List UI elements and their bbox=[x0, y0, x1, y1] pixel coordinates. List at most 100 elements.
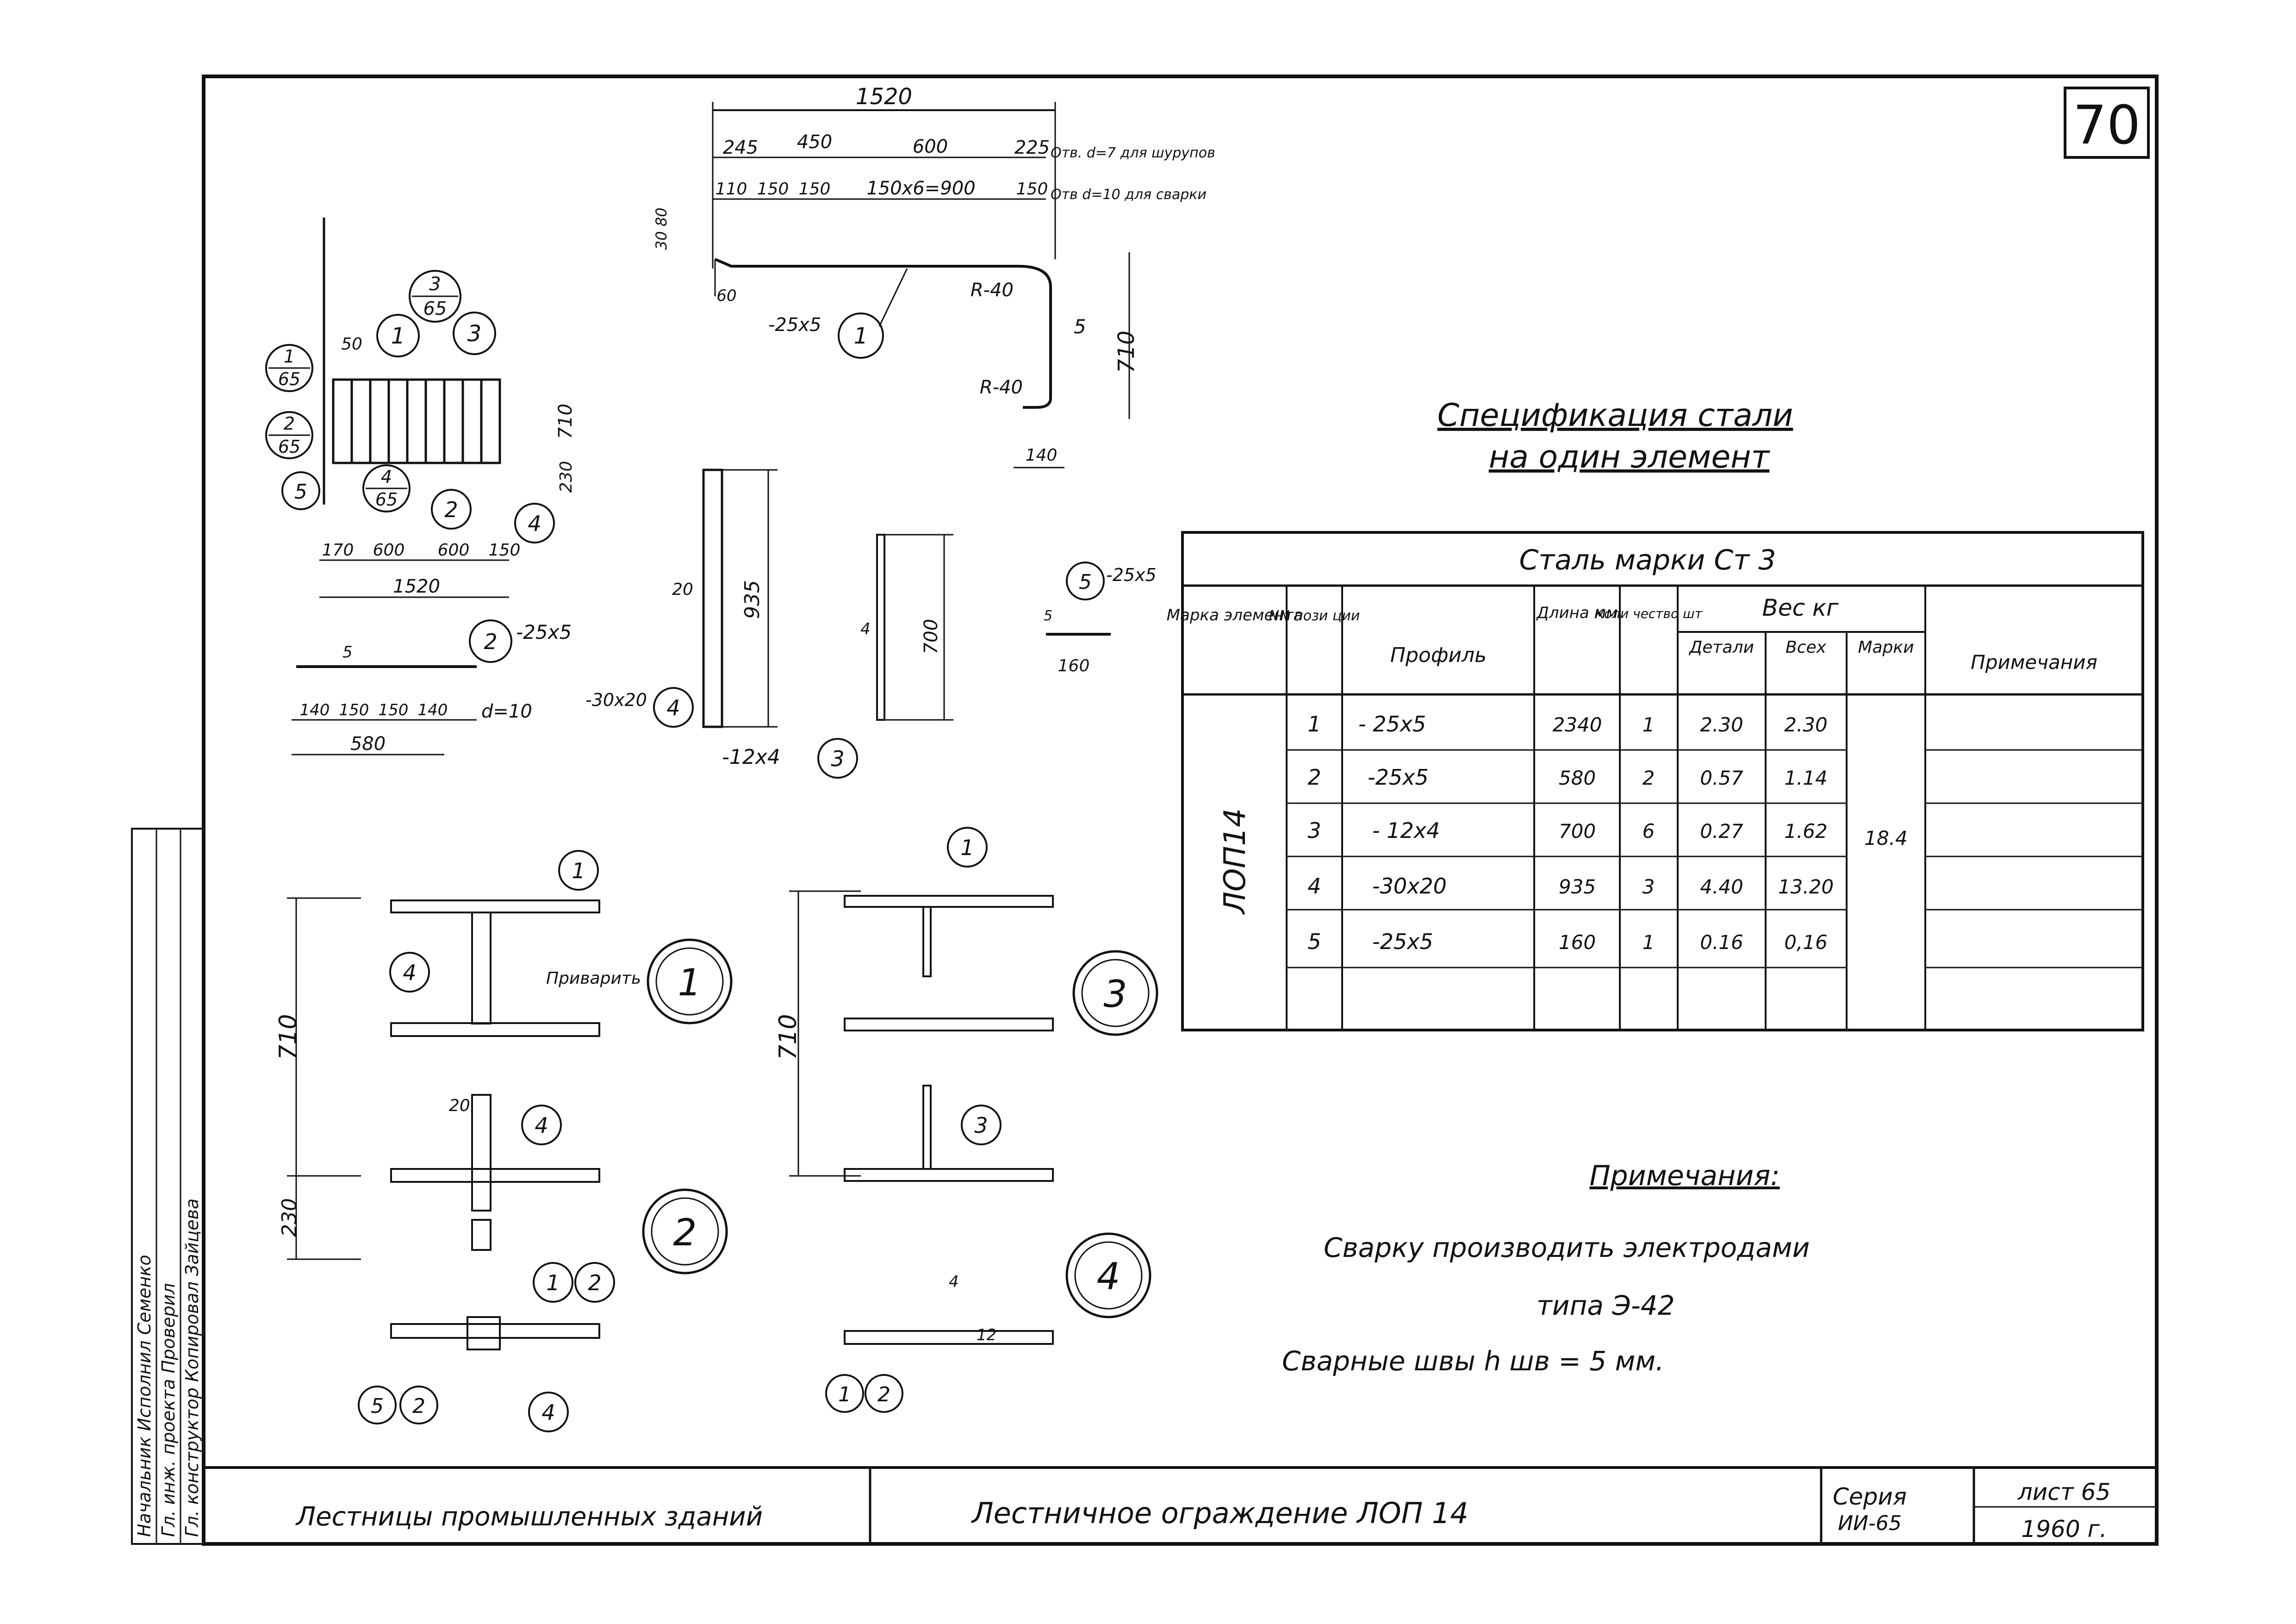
callout-2 bbox=[431, 489, 472, 530]
part2-140a: 140 bbox=[300, 701, 330, 719]
sheet-number-box bbox=[2064, 87, 2150, 159]
node3-pos1 bbox=[947, 827, 988, 868]
row2-qty: 2 bbox=[1643, 767, 1655, 789]
part2-150a: 150 bbox=[339, 701, 369, 719]
part3-callout-label: 3 bbox=[831, 746, 844, 771]
part4-935: 935 bbox=[740, 580, 764, 619]
row2-profile: -25x5 bbox=[1368, 765, 1429, 790]
plan-dim-600b: 600 bbox=[438, 541, 470, 560]
row3-pos: 3 bbox=[1307, 818, 1321, 843]
row4-detail: 4.40 bbox=[1700, 875, 1743, 898]
part5-detail: 5 -25x5 5 160 bbox=[1044, 562, 1157, 675]
node-1-2-detail: 710 230 1 4 Приварить 20 4 1 2 5 2 4 1 2 bbox=[274, 850, 733, 1432]
node-4-circle bbox=[1065, 1232, 1151, 1318]
part2-detail: 5 2 -25x5 140 150 150 140 d=10 580 bbox=[292, 619, 572, 756]
node4-dim-12: 12 bbox=[977, 1326, 996, 1344]
part4-callout-label: 4 bbox=[666, 695, 680, 720]
sheet-label: лист 65 bbox=[2017, 1479, 2111, 1505]
row1-length: 2340 bbox=[1553, 713, 1602, 736]
hdr-profile: Профиль bbox=[1390, 643, 1487, 667]
node1-pos1-label: 1 bbox=[572, 858, 585, 883]
row1-total: 2.30 bbox=[1784, 713, 1828, 736]
row1-profile: - 25x5 bbox=[1358, 712, 1426, 737]
table-row: 1 - 25x5 2340 1 2.30 2.30 bbox=[1307, 712, 1827, 737]
series-value: ИИ-65 bbox=[1838, 1512, 1902, 1535]
callout-2-label: 2 bbox=[444, 497, 458, 522]
dim-60: 60 bbox=[716, 287, 736, 305]
notes-title: Примечания: bbox=[1589, 1160, 1780, 1192]
part4-profile: -30x20 bbox=[585, 690, 647, 710]
railing-plan: 50 710 230 170 600 600 150 1520 3 65 1 3… bbox=[265, 218, 576, 598]
node-3-circle bbox=[1072, 950, 1158, 1036]
callout-3-65-den: 65 bbox=[423, 298, 447, 319]
node2-pos2 bbox=[574, 1262, 615, 1303]
notes: Примечания: Сварку производить электрода… bbox=[1282, 1160, 1810, 1377]
row3-detail: 0.27 bbox=[1700, 820, 1743, 843]
callout-1-65-num: 1 bbox=[284, 346, 295, 367]
row5-qty: 1 bbox=[1643, 931, 1655, 954]
dim-710-vertical: 710 bbox=[1114, 331, 1139, 373]
part5-5: 5 bbox=[1044, 608, 1052, 624]
radius-40-a: R-40 bbox=[971, 280, 1014, 301]
part2-callout bbox=[469, 619, 512, 663]
node4-pos1-label: 1 bbox=[838, 1383, 851, 1406]
node-4-label: 4 bbox=[1097, 1255, 1120, 1298]
dim-150-a: 150 bbox=[757, 180, 789, 199]
row2-detail: 0.57 bbox=[1700, 767, 1743, 789]
hdr-marks: Марки bbox=[1858, 638, 1914, 657]
spec-title-line2: на один элемент bbox=[1489, 439, 1771, 475]
node1-230: 230 bbox=[278, 1198, 301, 1237]
pos1-callout bbox=[838, 312, 884, 359]
strip-profile-label: -25x5 bbox=[768, 314, 821, 336]
callout-5-label: 5 bbox=[294, 480, 307, 504]
stamp-row-1: Начальник Исполнил Семенко bbox=[134, 1255, 155, 1537]
node4-dim-4: 4 bbox=[949, 1273, 959, 1291]
node3-pos3-label: 3 bbox=[974, 1113, 988, 1138]
project-title: Лестницы промышленных зданий bbox=[295, 1502, 763, 1532]
plan-dim-600a: 600 bbox=[373, 541, 405, 560]
node2-pos5 bbox=[358, 1386, 397, 1424]
row4-qty: 3 bbox=[1643, 875, 1655, 898]
pos1-callout-label: 1 bbox=[854, 323, 868, 349]
dim-150-b: 150 bbox=[799, 180, 831, 199]
dim-110: 110 bbox=[716, 180, 747, 199]
node1-pos4 bbox=[389, 952, 430, 993]
title-block: Лестницы промышленных зданий Лестничное … bbox=[204, 1466, 2157, 1544]
plan-dim-230: 230 bbox=[557, 461, 576, 493]
node1-pos4-label: 4 bbox=[403, 960, 416, 985]
callout-4 bbox=[514, 503, 555, 543]
spec-title-line1: Спецификация стали bbox=[1437, 397, 1793, 434]
part2-d10: d=10 bbox=[481, 701, 532, 722]
row5-length: 160 bbox=[1559, 931, 1596, 954]
series-label: Серия bbox=[1833, 1483, 1907, 1510]
callout-1-label: 1 bbox=[391, 323, 405, 349]
part4-detail: 20 935 -30x20 4 bbox=[585, 468, 778, 728]
table-row: 3 - 12x4 700 6 0.27 1.62 bbox=[1307, 818, 1827, 843]
sheet-title: Лестничное ограждение ЛОП 14 bbox=[971, 1496, 1468, 1530]
node-2-label: 2 bbox=[673, 1211, 697, 1254]
part3-profile: -12x4 bbox=[722, 745, 780, 769]
callout-4-65 bbox=[362, 464, 411, 512]
node1-20: 20 bbox=[449, 1096, 470, 1115]
hdr-length: Длина мм bbox=[1536, 604, 1618, 622]
row5-detail: 0.16 bbox=[1700, 931, 1743, 954]
dim-150-c: 150 bbox=[1016, 180, 1048, 199]
node-1-circle bbox=[647, 938, 733, 1024]
plan-dim-150: 150 bbox=[489, 541, 521, 560]
plan-dim-50: 50 bbox=[341, 335, 362, 354]
node4-pos2-label: 2 bbox=[877, 1383, 890, 1406]
node-3-label: 3 bbox=[1104, 973, 1127, 1016]
part3-callout bbox=[817, 738, 858, 779]
node-1-label: 1 bbox=[678, 961, 702, 1004]
plan-dim-1520: 1520 bbox=[393, 576, 440, 597]
part3-detail: 4 700 -12x4 3 bbox=[722, 534, 953, 779]
dim-225: 225 bbox=[1014, 137, 1050, 158]
hdr-mark: Марка элемента bbox=[1167, 606, 1303, 625]
notes-line1: Сварку производить электродами bbox=[1324, 1232, 1810, 1263]
callout-2-65-num: 2 bbox=[284, 413, 295, 434]
row5-total: 0,16 bbox=[1784, 931, 1828, 954]
node2-pos4b-label: 4 bbox=[541, 1400, 555, 1425]
node2-pos4-label: 4 bbox=[535, 1113, 548, 1138]
element-mark: ЛОП14 bbox=[1218, 808, 1252, 915]
